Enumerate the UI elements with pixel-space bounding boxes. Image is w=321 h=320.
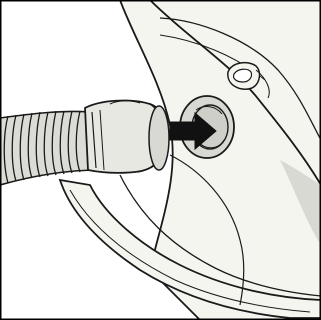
hose-end-connector: [85, 101, 169, 173]
